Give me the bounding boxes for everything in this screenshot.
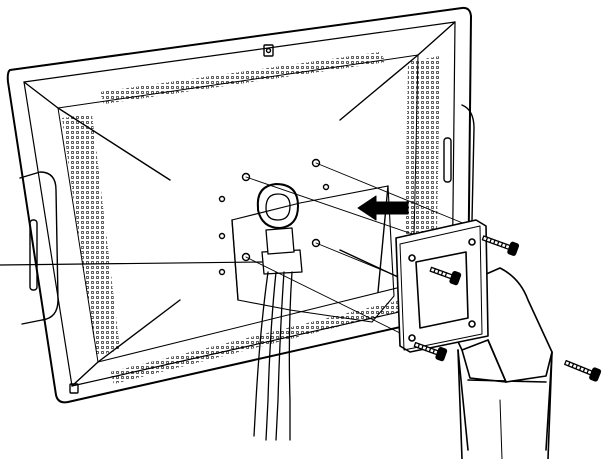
vent-grill-left bbox=[62, 114, 120, 356]
cable-2 bbox=[266, 272, 276, 440]
vent-grill-top bbox=[100, 52, 386, 104]
screw-upper-mid bbox=[429, 264, 461, 286]
screw-side-right bbox=[563, 357, 601, 382]
cable-holder-ring bbox=[258, 184, 298, 228]
cable-4 bbox=[289, 272, 292, 440]
mounting-screws bbox=[413, 232, 601, 381]
vent-grill-bottom bbox=[110, 300, 404, 384]
vesa-mount-plate bbox=[396, 220, 488, 352]
bottom-port-slot bbox=[70, 384, 78, 393]
insertion-arrow bbox=[358, 196, 408, 220]
vesa-holes-monitor bbox=[220, 160, 329, 275]
cable-bundle bbox=[254, 184, 302, 440]
cable-1 bbox=[254, 272, 268, 436]
screw-bottom-left bbox=[413, 339, 447, 361]
security-lock-slot bbox=[264, 45, 273, 56]
cable-3 bbox=[276, 272, 284, 440]
screw-top-right bbox=[481, 232, 519, 256]
left-side-handle bbox=[20, 172, 58, 324]
monitor-back-panel bbox=[8, 8, 474, 402]
callout-leader-line bbox=[0, 262, 262, 265]
